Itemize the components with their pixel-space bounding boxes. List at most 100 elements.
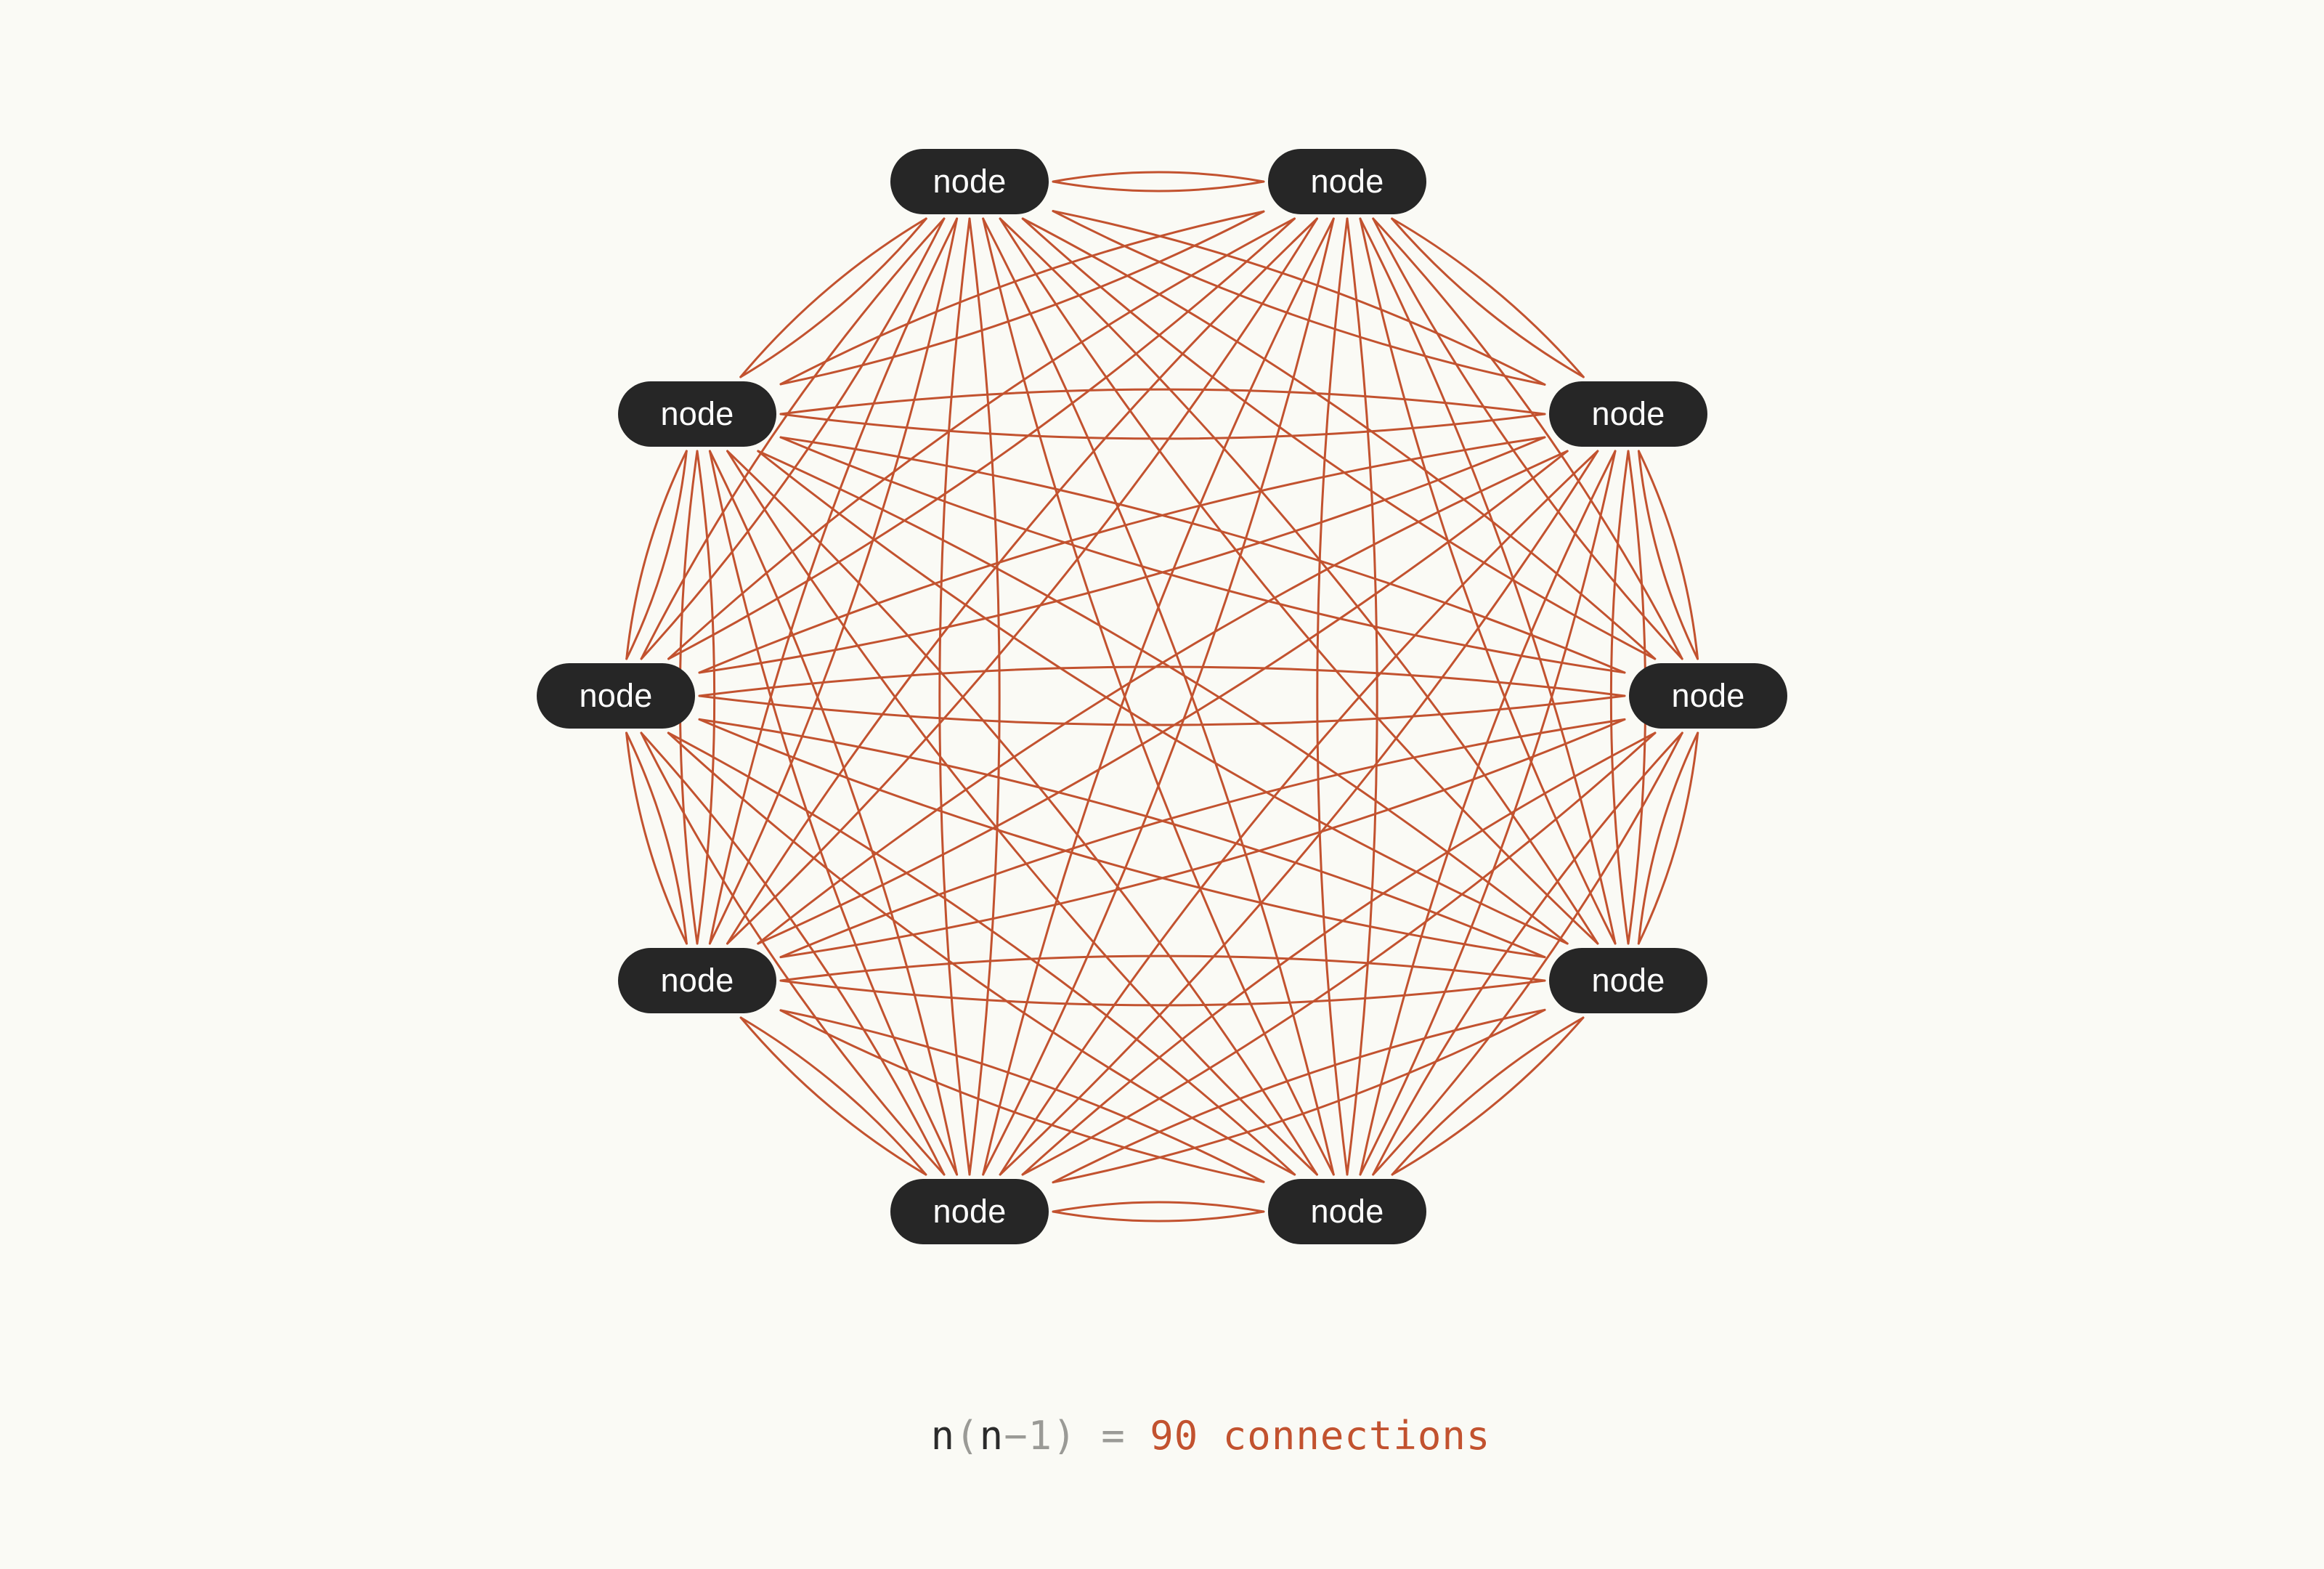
edge-1-6-a: [982, 217, 1335, 1176]
edge-0-9-a: [739, 217, 927, 378]
edge-6-9-a: [708, 450, 959, 1176]
edge-0-2-b: [1052, 210, 1546, 386]
formula-var-n2: n: [979, 1412, 1004, 1459]
edge-2-3-a: [1637, 450, 1699, 660]
formula-minus-one: −1: [1004, 1412, 1053, 1459]
edge-1-8-a: [667, 217, 1296, 660]
edge-4-5-b: [1391, 1016, 1585, 1176]
edge-2-9-a: [779, 388, 1546, 415]
edge-1-5-b: [1316, 217, 1349, 1176]
edge-2-8-b: [698, 436, 1546, 674]
edge-3-4-a: [1637, 731, 1699, 945]
edge-5-9-b: [726, 450, 1318, 1176]
edge-3-9-a: [779, 436, 1626, 674]
node-pill-9[interactable]: node: [618, 381, 776, 447]
node-label: node: [660, 394, 734, 432]
edge-2-6-b: [999, 450, 1599, 1176]
formula-result-count: 90: [1150, 1412, 1199, 1459]
edge-8-9-b: [625, 450, 688, 660]
edge-5-8-a: [667, 731, 1296, 1176]
node-pill-6[interactable]: node: [890, 1179, 1049, 1244]
edge-3-6-a: [1021, 731, 1657, 1176]
edge-1-9-a: [779, 210, 1265, 386]
node-pill-1[interactable]: node: [1268, 149, 1426, 214]
edge-4-6-b: [1052, 1008, 1546, 1184]
edge-5-7-b: [779, 1009, 1265, 1183]
edge-1-8-b: [667, 217, 1296, 660]
edge-0-1-a: [1052, 171, 1265, 183]
node-label: node: [1310, 162, 1384, 200]
edge-1-2-b: [1391, 217, 1585, 378]
edge-0-7-a: [708, 217, 959, 945]
edge-3-9-b: [779, 436, 1626, 674]
edge-4-7-a: [779, 979, 1546, 1007]
edge-4-7-b: [779, 954, 1546, 982]
formula-var-n1: n: [930, 1412, 956, 1459]
edge-2-7-b: [757, 450, 1569, 945]
node-pill-7[interactable]: node: [618, 948, 776, 1013]
edge-6-8-a: [640, 731, 946, 1176]
edge-0-6-b: [968, 217, 1001, 1176]
edge-7-9-b: [696, 450, 716, 945]
edge-3-7-b: [779, 718, 1626, 959]
node-label: node: [1591, 394, 1665, 432]
edge-0-8-a: [640, 217, 946, 660]
edge-0-6-a: [938, 217, 971, 1176]
formula-caption: n(n−1) = 90 connections: [0, 1366, 2324, 1507]
node-pill-8[interactable]: node: [537, 663, 695, 729]
edge-3-6-b: [1021, 731, 1657, 1176]
formula-paren-close: ): [1052, 1412, 1077, 1459]
edge-0-9-b: [739, 217, 927, 378]
edge-0-7-b: [708, 217, 959, 945]
node-pill-2[interactable]: node: [1549, 381, 1707, 447]
edge-1-5-a: [1346, 217, 1378, 1176]
edge-4-9-b: [757, 450, 1569, 945]
edge-5-6-b: [1052, 1201, 1265, 1213]
edge-2-8-a: [698, 436, 1546, 674]
edge-5-6-a: [1052, 1210, 1265, 1223]
edge-2-7-a: [757, 450, 1569, 945]
edge-2-9-b: [779, 413, 1546, 440]
edge-1-9-b: [779, 210, 1265, 386]
node-pill-4[interactable]: node: [1549, 948, 1707, 1013]
edge-5-7-a: [779, 1009, 1265, 1183]
edge-4-8-b: [698, 718, 1546, 959]
edge-7-8-b: [625, 731, 688, 945]
node-label: node: [933, 1192, 1007, 1230]
edge-group: [625, 171, 1699, 1223]
edge-4-5-a: [1391, 1016, 1585, 1176]
edge-0-5-b: [982, 217, 1335, 1176]
node-pill-3[interactable]: node: [1629, 663, 1787, 729]
edge-1-3-a: [1372, 217, 1683, 660]
edge-1-2-a: [1391, 217, 1585, 378]
edge-1-4-b: [1359, 217, 1617, 945]
edge-1-7-b: [726, 217, 1318, 945]
formula-paren-open: (: [955, 1412, 980, 1459]
edge-3-4-b: [1637, 731, 1699, 945]
edge-6-7-a: [739, 1016, 927, 1176]
node-pill-0[interactable]: node: [890, 149, 1049, 214]
edge-3-8-b: [698, 694, 1626, 726]
node-label: node: [933, 162, 1007, 200]
formula-equals: =: [1076, 1412, 1150, 1459]
node-label: node: [1591, 961, 1665, 999]
edge-2-5-b: [1359, 450, 1617, 1176]
node-pill-5[interactable]: node: [1268, 1179, 1426, 1244]
edge-0-4-b: [999, 217, 1599, 945]
edge-4-8-a: [698, 718, 1546, 959]
edge-1-4-a: [1359, 217, 1617, 945]
edge-4-9-a: [757, 450, 1569, 945]
edge-6-8-b: [640, 731, 946, 1176]
formula-result-unit: connections: [1198, 1412, 1491, 1459]
node-label: node: [579, 676, 653, 714]
edge-3-7-a: [779, 718, 1626, 959]
node-label: node: [1671, 676, 1745, 714]
edge-0-5-a: [982, 217, 1335, 1176]
edge-3-5-a: [1372, 731, 1683, 1176]
edge-7-8-a: [625, 731, 688, 945]
edge-6-7-b: [739, 1016, 927, 1176]
edge-0-1-b: [1052, 180, 1265, 192]
edge-0-3-a: [1021, 217, 1657, 660]
edge-0-2-a: [1052, 210, 1546, 386]
edge-1-3-b: [1372, 217, 1683, 660]
